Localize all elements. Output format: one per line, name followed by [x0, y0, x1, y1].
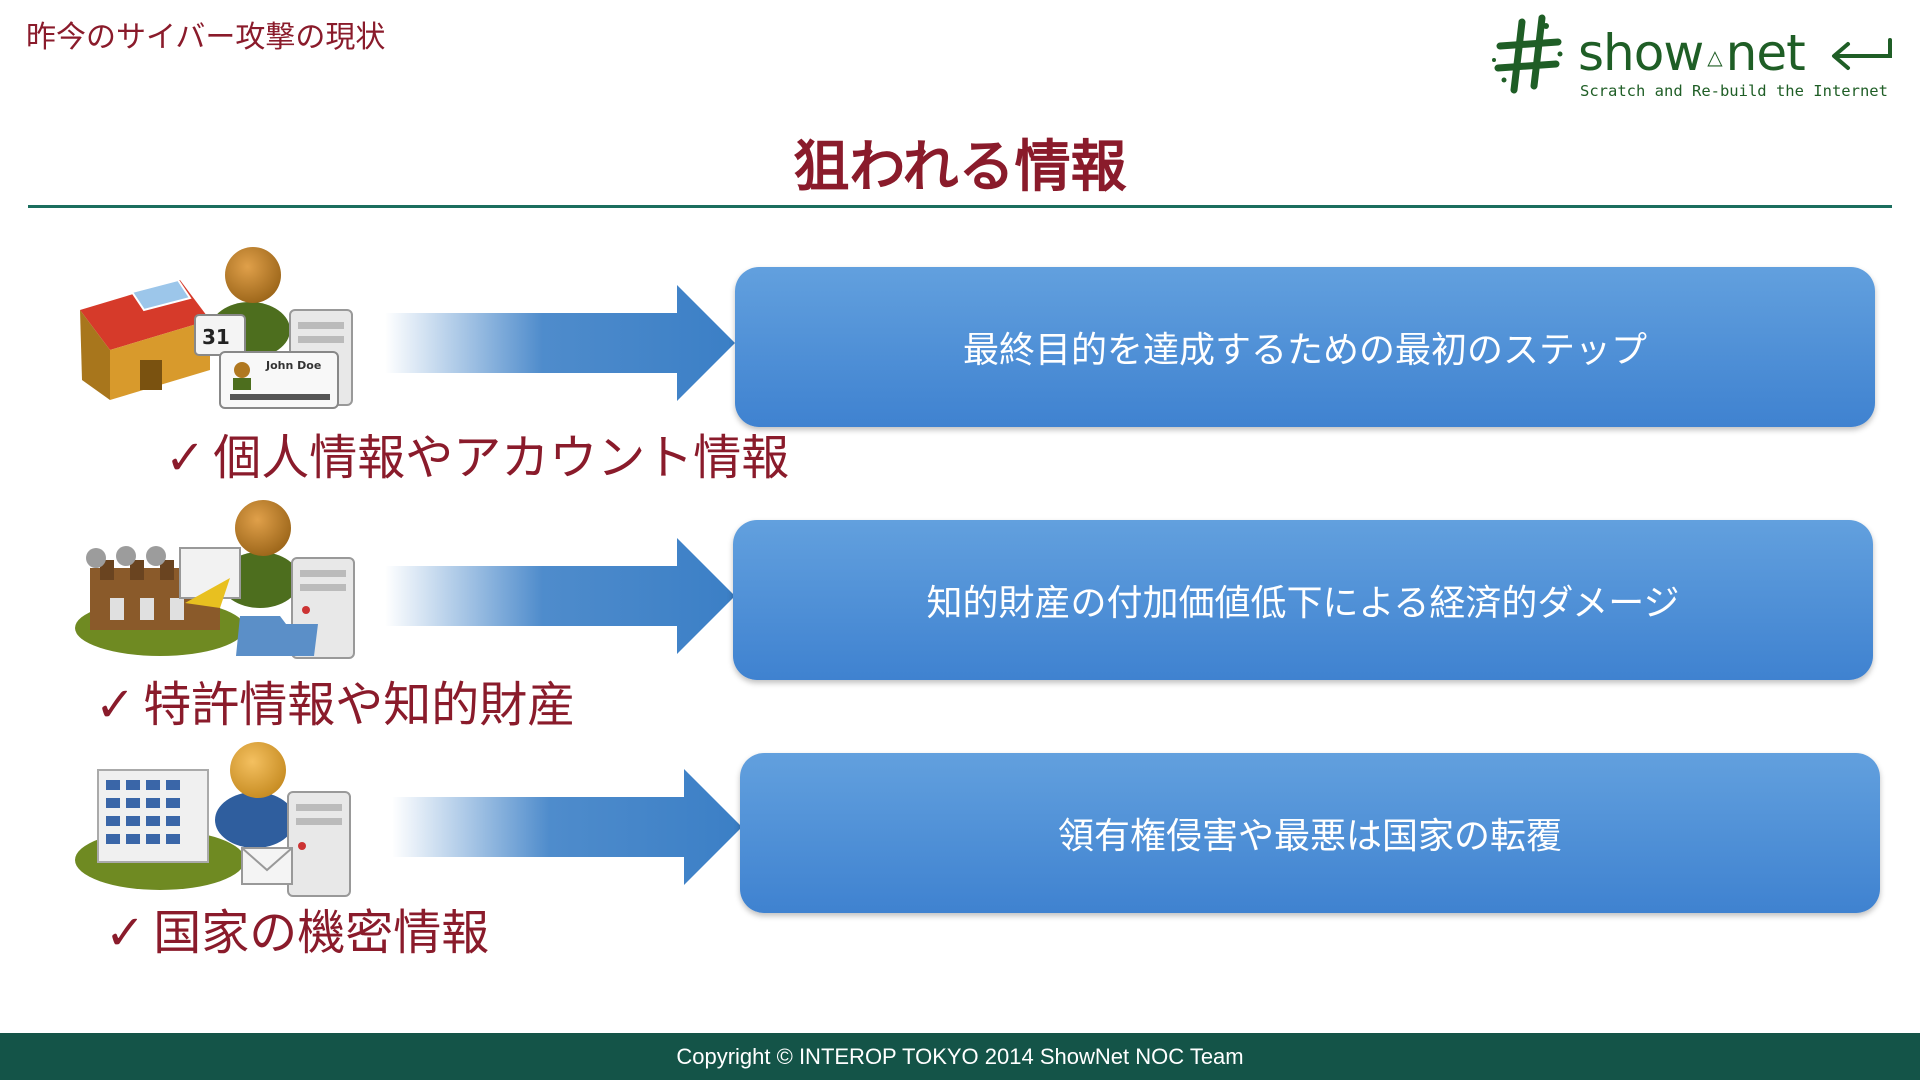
hash-logo-icon [1492, 14, 1563, 94]
bullet-label: 個人情報やアカウント情報 [213, 430, 790, 486]
person-icon [215, 742, 295, 848]
description-text: 知的財産の付加価値低下による経済的ダメージ [926, 583, 1680, 624]
checkmark-icon: ✓ [165, 430, 206, 486]
factory-icon [75, 546, 245, 656]
blueprint-icon [179, 547, 241, 608]
factory-server-icon [75, 500, 355, 659]
logo-word-show: show [1578, 24, 1704, 82]
calendar-icon: 31 [194, 314, 246, 356]
bullet-label: 特許情報や知的財産 [143, 677, 576, 733]
title-divider [28, 205, 1892, 208]
description-box-1: 最終目的を達成するための最初のステップ [735, 267, 1875, 427]
right-arrow-icon [392, 769, 742, 885]
bullet-label: 国家の機密情報 [153, 905, 490, 961]
envelope-icon [241, 847, 293, 885]
bullet-state-secrets: ✓国家の機密情報 [105, 893, 489, 963]
right-arrow-icon [385, 538, 735, 654]
shownet-logo: show△net Scratch and Re-build the Intern… [1490, 8, 1900, 108]
return-arrow-icon [1832, 38, 1892, 70]
house-icon [80, 278, 210, 400]
id-card-icon: John Doe [219, 351, 339, 409]
checkmark-icon: ✓ [95, 677, 136, 733]
bullet-patent-info: ✓特許情報や知的財産 [95, 665, 575, 735]
slide-title: 狙われる情報 [793, 135, 1127, 200]
personal-data-icon: 31 John Doe [80, 247, 353, 409]
bullet-personal-info: ✓個人情報やアカウント情報 [165, 418, 789, 488]
description-text: 最終目的を達成するための最初のステップ [962, 330, 1647, 371]
description-box-2: 知的財産の付加価値低下による経済的ダメージ [733, 520, 1873, 680]
server-icon [287, 791, 351, 897]
description-box-3: 領有権侵害や最悪は国家の転覆 [740, 753, 1880, 913]
logo-tagline: Scratch and Re-build the Internet [1580, 82, 1888, 100]
folder-icon [236, 616, 318, 656]
logo-word-net: net [1725, 24, 1806, 82]
building-icon [75, 769, 245, 890]
section-title: 昨今のサイバー攻撃の現状 [26, 20, 386, 55]
triangle-icon: △ [1707, 44, 1722, 69]
right-arrow-icon [385, 285, 735, 401]
copyright-text: Copyright © INTEROP TOKYO 2014 ShowNet N… [676, 1044, 1244, 1069]
description-text: 領有権侵害や最悪は国家の転覆 [1057, 816, 1562, 857]
svg-text:31: 31 [202, 325, 230, 349]
svg-text:John Doe: John Doe [265, 359, 321, 372]
checkmark-icon: ✓ [105, 905, 146, 961]
government-building-icon [75, 742, 351, 897]
footer-bar: Copyright © INTEROP TOKYO 2014 ShowNet N… [0, 1033, 1920, 1080]
